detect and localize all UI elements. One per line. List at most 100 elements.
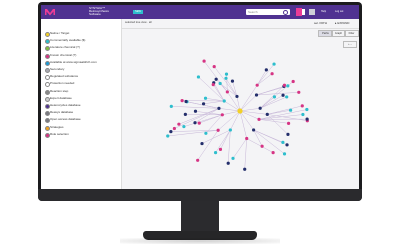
molecule-node[interactable]: [305, 107, 309, 112]
legend-label: Available at www.sigmaaldrich.com: [50, 59, 97, 64]
legend-swatch-icon: [45, 132, 50, 138]
molecule-node[interactable]: [272, 95, 277, 99]
office-icon[interactable]: [296, 8, 302, 16]
molecule-node[interactable]: [231, 156, 235, 160]
office-icon-page: [302, 9, 305, 15]
molecule-node[interactable]: [243, 167, 247, 171]
search-input[interactable]: Search: [246, 9, 290, 15]
molecule-node[interactable]: [270, 72, 274, 76]
molecule-node[interactable]: [305, 117, 309, 121]
molecule-node[interactable]: [226, 161, 230, 165]
molecule-node[interactable]: [285, 143, 289, 147]
molecule-node[interactable]: [286, 84, 290, 88]
graph-edge: [232, 81, 238, 97]
molecule-node[interactable]: [197, 121, 201, 125]
molecule-node[interactable]: [285, 95, 289, 99]
stand-shadow: [120, 238, 280, 244]
molecule-node[interactable]: [258, 106, 262, 110]
molecule-node[interactable]: [182, 125, 186, 129]
molecule-node[interactable]: [300, 104, 304, 108]
avatar[interactable]: [309, 9, 315, 15]
molecule-node[interactable]: [281, 93, 285, 97]
molecule-node[interactable]: [169, 104, 173, 108]
molecule-node[interactable]: [257, 117, 261, 121]
molecule-node[interactable]: [297, 90, 301, 94]
molecule-node[interactable]: [228, 128, 232, 132]
molecule-node[interactable]: [254, 93, 259, 97]
molecule-node[interactable]: [212, 65, 216, 69]
target-molecule-node[interactable]: [237, 108, 243, 114]
molecule-node[interactable]: [289, 108, 293, 112]
monitor-stand-neck: [181, 201, 219, 233]
molecule-node[interactable]: [264, 68, 268, 72]
legend-label: Protection needed: [50, 81, 75, 86]
molecule-node[interactable]: [291, 79, 295, 84]
molecule-node[interactable]: [202, 59, 206, 63]
molecule-node[interactable]: [265, 112, 269, 116]
molecule-node[interactable]: [235, 94, 239, 99]
legend-label: Strategies: [50, 124, 64, 129]
graph-edge: [174, 108, 220, 129]
molecule-node[interactable]: [281, 140, 285, 144]
molecule-node[interactable]: [204, 131, 208, 135]
molecule-node[interactable]: [180, 98, 184, 103]
legend-label: Rule selection: [50, 131, 69, 136]
molecule-node[interactable]: [255, 83, 259, 87]
molecule-node[interactable]: [225, 90, 229, 94]
molecule-node[interactable]: [201, 102, 206, 106]
molecule-node[interactable]: [196, 158, 200, 162]
graph-edge: [239, 108, 261, 112]
graph-edge: [239, 85, 258, 112]
molecule-node[interactable]: [211, 83, 215, 87]
molecule-node[interactable]: [200, 141, 204, 146]
molecule-node[interactable]: [203, 96, 208, 100]
tab-paths[interactable]: Paths: [318, 30, 333, 37]
molecule-node[interactable]: [252, 128, 256, 132]
molecule-node[interactable]: [169, 130, 173, 134]
molecule-node[interactable]: [224, 72, 229, 76]
tab-filter[interactable]: Filter: [344, 30, 359, 37]
new-badge[interactable]: NEW: [133, 10, 143, 14]
molecule-node[interactable]: [224, 76, 228, 80]
molecule-node[interactable]: [286, 132, 290, 137]
logout-button[interactable]: Log out: [335, 10, 344, 13]
graph-edge: [256, 63, 275, 86]
molecule-node[interactable]: [271, 151, 275, 155]
molecule-node[interactable]: [301, 112, 305, 117]
molecule-node[interactable]: [218, 81, 222, 86]
molecule-node[interactable]: [220, 113, 224, 117]
molecule-node[interactable]: [217, 106, 221, 110]
molecule-node[interactable]: [260, 144, 264, 148]
graph-edge: [205, 98, 225, 102]
help-button[interactable]: Help: [321, 10, 327, 13]
molecule-node[interactable]: [196, 75, 201, 79]
molecule-node[interactable]: [177, 122, 181, 126]
molecule-node[interactable]: [282, 83, 287, 87]
molecule-node[interactable]: [193, 121, 197, 125]
graph-edge: [239, 94, 257, 112]
legend-label: Regulated substance: [50, 74, 79, 79]
molecule-node[interactable]: [213, 151, 218, 155]
molecule-node[interactable]: [282, 152, 287, 156]
molecule-node[interactable]: [193, 109, 198, 113]
molecule-node[interactable]: [214, 77, 218, 81]
graph-edge: [258, 114, 303, 120]
expand-button[interactable]: ▸ EXPAND: [335, 21, 350, 25]
legend-swatch-icon: [45, 60, 50, 66]
retrosynthesis-graph[interactable]: [122, 19, 359, 189]
molecule-node[interactable]: [222, 99, 226, 103]
molecule-node[interactable]: [183, 112, 187, 117]
molecule-node[interactable]: [216, 128, 220, 132]
legend-swatch-icon: [45, 111, 50, 117]
molecule-node[interactable]: [218, 147, 223, 151]
molecule-node[interactable]: [245, 136, 249, 141]
zoom-control[interactable]: + –: [343, 41, 357, 48]
molecule-node[interactable]: [272, 62, 276, 66]
molecule-node[interactable]: [166, 134, 170, 138]
molecule-node[interactable]: [172, 126, 176, 131]
tab-graph[interactable]: Graph: [331, 30, 346, 37]
molecule-node[interactable]: [184, 99, 188, 104]
path-stat[interactable]: sel. PATH: [314, 21, 328, 25]
molecule-node[interactable]: [286, 121, 291, 125]
molecule-node[interactable]: [230, 79, 235, 83]
